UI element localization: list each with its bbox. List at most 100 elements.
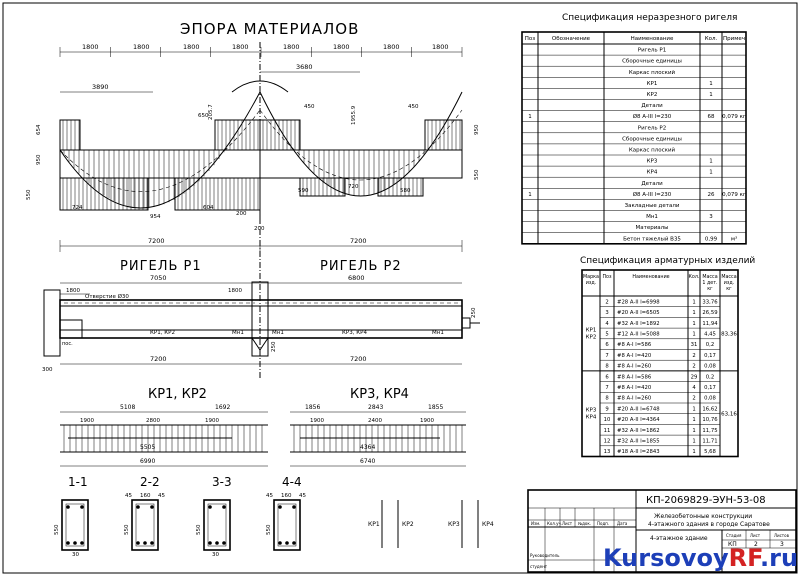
label-kp3: КР3, КР4 <box>342 330 367 336</box>
spec1-head-1: Обозначение <box>552 36 591 42</box>
spec2-cell-13-2: 1 <box>692 438 695 444</box>
diag-val-11: 200 <box>254 226 265 232</box>
top-dim-7: 1800 <box>383 43 400 51</box>
spec1-cell-17-4: м³ <box>731 235 737 242</box>
spec1-cell-7-2: Ригель Р2 <box>638 125 667 131</box>
spec1-cell-13-3: 26 <box>708 192 715 198</box>
sec1-w: 30 <box>72 552 79 558</box>
spec2-cell-4-1: #8 А-I l=586 <box>617 342 652 348</box>
kr34-dim-m: 2843 <box>368 404 383 411</box>
sec4-dim-c: 45 <box>299 493 306 499</box>
spec2-cell-8-1: #8 А-I l=420 <box>617 385 652 391</box>
diag-val-1: 724 <box>72 205 83 211</box>
diag-vert-4: 205.7 <box>208 104 214 120</box>
label-kp1: КР1, КР2 <box>150 330 175 336</box>
spec2-head-3-0: Кол. <box>689 274 700 280</box>
section-4-title: 4-4 <box>282 475 302 489</box>
spec2-cell-1-3: 26,59 <box>702 310 717 316</box>
sec3-w: 30 <box>212 552 219 558</box>
spec2-cell-12-2: 1 <box>692 428 695 434</box>
spec2-cell-5-3: 0,17 <box>704 353 716 359</box>
spec2-cell-6-1: #8 А-I l=260 <box>617 364 652 370</box>
spec1-cell-8-2: Сборочные единицы <box>622 136 682 142</box>
kr12-dim-top: 5108 <box>120 404 135 411</box>
spec2-group-0-1: КР2 <box>586 334 597 340</box>
dim-250-right: 250 <box>471 307 477 318</box>
spec2-title: Спецификация арматурных изделий <box>580 256 755 266</box>
diag-vert-6: 950 <box>474 124 480 135</box>
spec2-cell-7-1: #8 А-I l=586 <box>617 374 652 380</box>
spec1-cell-9-2: Каркас плоский <box>629 146 676 153</box>
spec2-cell-12-0: 11 <box>604 428 611 434</box>
spec1-cell-12-2: Детали <box>641 181 663 187</box>
label-mn1-b: Мн1 <box>272 330 284 336</box>
spec2-cell-10-2: 1 <box>692 406 695 412</box>
kr34-dim-bot: 6740 <box>360 458 375 465</box>
spec1-cell-6-4: 0,079 кг <box>722 114 746 120</box>
spec2-cell-7-0: 6 <box>605 374 609 380</box>
frame-kr34-title: КР3, КР4 <box>350 387 409 402</box>
spec2-cell-0-1: #28 А-II l=6998 <box>617 299 660 305</box>
spec1-cell-13-0: 1 <box>528 192 532 198</box>
spec1-cell-15-2: Мн1 <box>646 214 658 220</box>
spec1-cell-3-2: КР1 <box>647 81 658 87</box>
dim-300: 300 <box>42 367 53 373</box>
kr12-dim-mid: 5505 <box>140 444 155 451</box>
stamp-col-list: Лист <box>562 521 573 526</box>
spec2-group-1-0: КР3 <box>586 408 597 414</box>
beam-elevation: 7050 6800 1800 1800 пос. Отверстие Ø30 К… <box>42 274 480 373</box>
title-block: Изм. Кол.уч. Лист №док. Подп. Дата Руков… <box>527 489 797 573</box>
spec2-cell-10-0: 9 <box>605 406 608 412</box>
kr12-dim-bot: 6990 <box>140 458 155 465</box>
spec2-cell-1-0: 3 <box>605 310 608 316</box>
kr12-dim-b: 2800 <box>146 418 160 424</box>
sec4-dim-a: 45 <box>266 493 273 499</box>
label-pos: пос. <box>62 341 73 347</box>
dim-3680: 3680 <box>296 63 313 71</box>
dim-1800-mid: 1800 <box>228 288 242 294</box>
sec3-h: 550 <box>196 524 202 535</box>
spec1-cell-13-2: Ø8 А-III l=230 <box>633 191 672 198</box>
spec2-cell-14-2: 1 <box>692 449 695 455</box>
watermark-part2: RF <box>728 544 761 572</box>
diag-val-2: 604 <box>203 205 214 211</box>
sec2-h: 550 <box>124 524 130 535</box>
spec1-cell-1-2: Сборочные единицы <box>622 59 682 65</box>
spec2-head-5-2: кг <box>726 287 732 292</box>
spec2-cell-4-3: 0,2 <box>706 342 714 348</box>
stamp-title-1: Железобетонные конструкции <box>654 513 752 520</box>
spec2-cell-13-0: 12 <box>604 438 611 444</box>
spec2-cell-14-3: 5,68 <box>704 449 716 455</box>
spec2-cell-7-3: 0,2 <box>706 374 714 380</box>
spec1-cell-10-3: 1 <box>709 159 713 165</box>
spec2-cell-3-3: 4,45 <box>704 331 716 337</box>
stamp-sheet: 2 <box>754 541 758 548</box>
diag-val-7: 720 <box>348 184 359 190</box>
kr34-dim-r: 1855 <box>428 404 443 411</box>
watermark: KursovoyRF.ru <box>603 542 799 574</box>
stamp-role-2: студент <box>530 564 548 569</box>
dim-1800-left: 1800 <box>66 288 80 294</box>
spec1-cell-6-3: 68 <box>708 114 715 120</box>
spec2-head-4-1: 1 дет. <box>702 280 717 286</box>
watermark-part1: Kursovoy <box>603 544 729 572</box>
diag-val-9: 450 <box>408 104 419 110</box>
spec2-cell-12-1: #32 А-II l=1862 <box>617 428 660 434</box>
spec2-cell-9-1: #8 А-I l=260 <box>617 396 652 402</box>
sec1-h: 550 <box>54 524 60 535</box>
spec2-cell-2-3: 11,94 <box>702 321 718 327</box>
spec1-cell-2-2: Каркас плоский <box>629 69 676 76</box>
spec2-mass-1: 83,36 <box>721 331 737 337</box>
spec2-cell-1-2: 1 <box>692 310 695 316</box>
spec2-cell-11-3: 10,76 <box>702 417 718 423</box>
spec2-cell-11-0: 10 <box>604 417 611 423</box>
frame-kr12-title: КР1, КР2 <box>148 387 207 402</box>
stamp-sheet-name: 4-этажное здание <box>650 535 708 542</box>
kr34-dim-mid: 4364 <box>360 444 375 451</box>
stamp-title-2: 4-этажного здания в городе Саратове <box>648 521 770 528</box>
label-opening: Отверстие Ø30 <box>85 293 129 300</box>
spec2-cell-6-3: 0,08 <box>704 364 716 370</box>
